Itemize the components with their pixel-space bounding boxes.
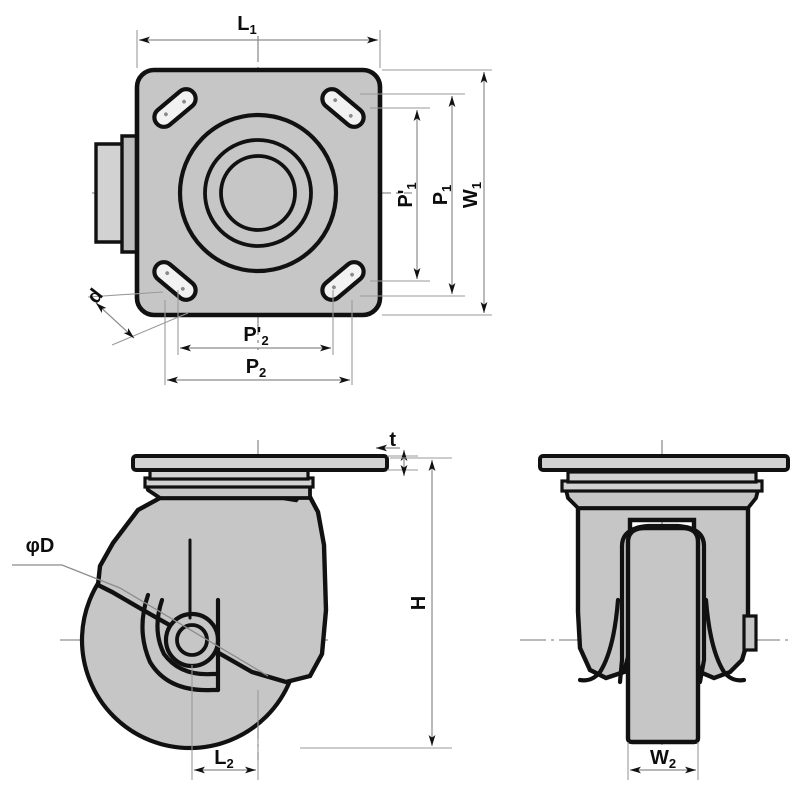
dim-label-W1: W1 xyxy=(460,182,484,208)
dim-L1: L1 xyxy=(136,13,381,68)
front-view-axle-cap-right xyxy=(742,614,758,652)
dim-label-d: d xyxy=(83,285,108,308)
dim-P1: P1 xyxy=(430,96,456,294)
side-view-top-plate xyxy=(131,454,389,472)
front-view-raceway-band-1 xyxy=(566,470,758,484)
dim-label-P1: P1 xyxy=(430,185,454,206)
dim-label-P2-prime: P'2 xyxy=(243,324,268,348)
dim-P2: P2 xyxy=(167,356,350,384)
top-view-swivel-inner-circle xyxy=(219,154,297,232)
top-view: L1 P'1 P1 W1 xyxy=(83,13,492,385)
dim-t: t xyxy=(376,429,418,476)
leader-phiD: φD xyxy=(12,535,269,677)
front-view-wheel-shroud xyxy=(619,523,707,685)
dim-label-t: t xyxy=(389,429,396,451)
front-view: W2 xyxy=(520,440,790,780)
dim-group-right: P'1 P1 W1 xyxy=(360,69,492,316)
mounting-slot-top-right xyxy=(320,87,366,129)
dim-label-H: H xyxy=(408,596,430,610)
top-view-mounting-holes xyxy=(152,87,366,302)
dim-L2: L2 xyxy=(191,665,259,780)
dim-label-L1: L1 xyxy=(237,13,256,37)
side-view: φD t H L2 xyxy=(12,429,452,780)
front-view-fork-arm-right xyxy=(703,597,747,683)
dim-label-W2: W2 xyxy=(650,747,676,771)
dim-label-L2: L2 xyxy=(214,747,233,771)
dim-group-bottom: P'2 P2 xyxy=(164,290,353,385)
dim-H: H xyxy=(300,457,452,749)
dim-W2: W2 xyxy=(627,742,699,780)
front-view-wheel-shroud-left xyxy=(617,543,625,685)
front-view-wheel xyxy=(625,525,701,745)
dim-W1: W1 xyxy=(460,72,488,313)
front-view-fork-arm-left xyxy=(577,597,621,683)
front-view-raceway-lower xyxy=(563,488,761,510)
mounting-slot-top-left xyxy=(152,87,198,129)
side-view-bearing-arc-outer xyxy=(140,592,221,693)
front-view-top-plate xyxy=(538,454,790,472)
mounting-slot-bottom-left xyxy=(152,260,198,302)
dim-label-P1-prime: P'1 xyxy=(395,182,419,207)
dim-P1-prime: P'1 xyxy=(395,110,421,279)
side-view-bearing-arc-inner xyxy=(155,597,221,677)
dim-P2-prime: P'2 xyxy=(180,324,331,352)
side-view-hub-bore xyxy=(175,623,209,657)
dim-label-phiD: φD xyxy=(26,535,55,557)
dim-label-P2: P2 xyxy=(246,356,267,380)
